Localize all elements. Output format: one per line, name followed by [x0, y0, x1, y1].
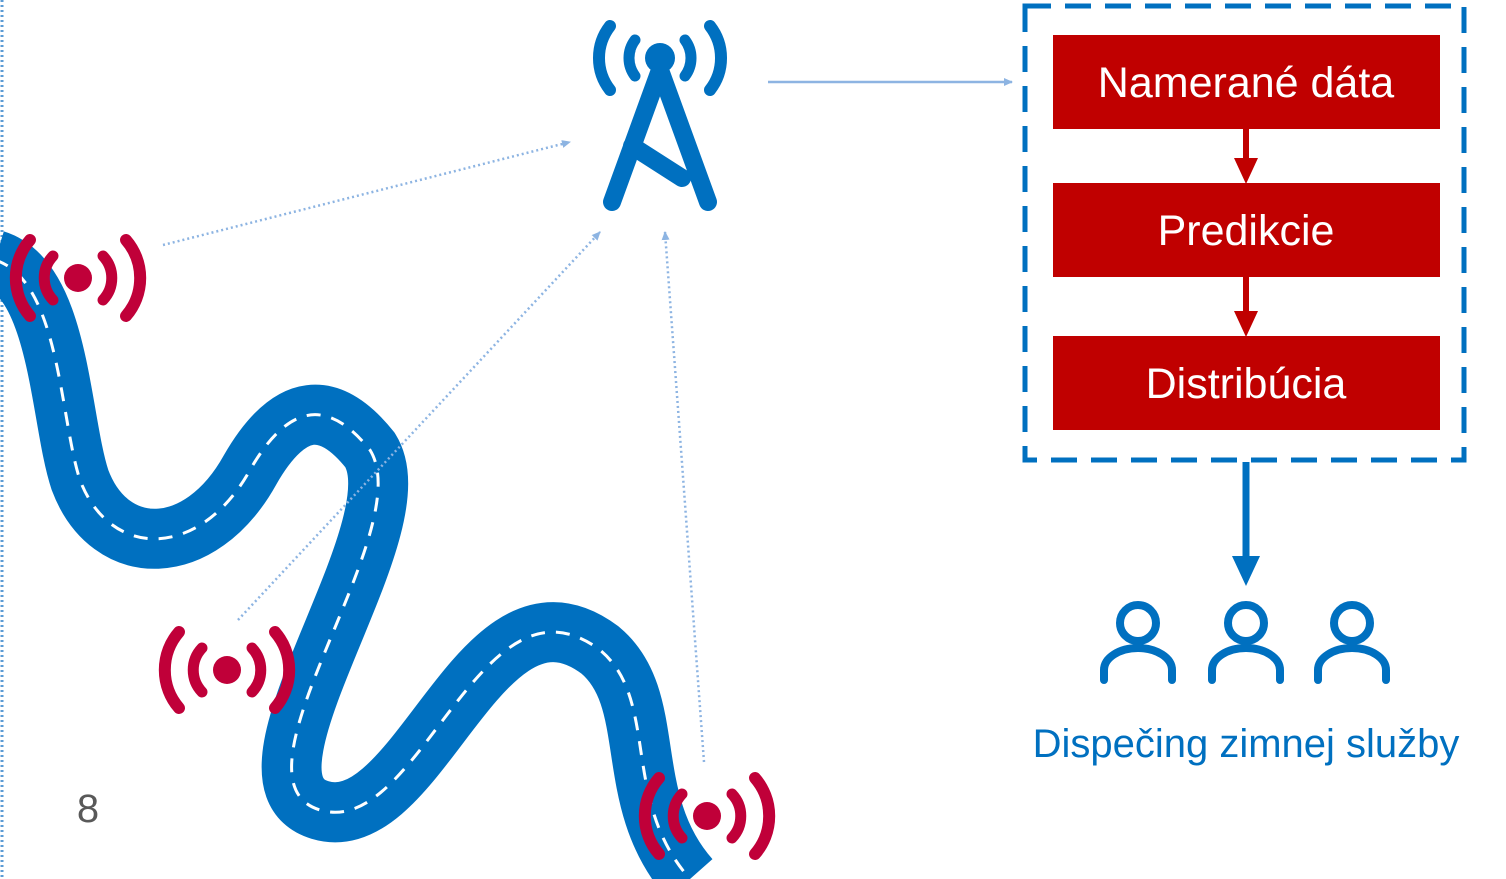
person-icon — [1100, 601, 1176, 684]
wireless-sensor-icon — [9, 234, 147, 322]
pipeline-step-predictions: Predikcie — [1053, 183, 1440, 277]
link-sensor-3 — [661, 231, 706, 763]
dispatch-people — [1100, 601, 1390, 684]
link-sensor-2 — [237, 231, 601, 621]
step-label-distribution: Distribúcia — [1146, 360, 1347, 408]
pipeline-step-measured-data: Namerané dáta — [1053, 35, 1440, 129]
sensor-links — [162, 140, 706, 763]
wireless-sensor-icon — [158, 626, 296, 714]
wireless-sensor-icon — [638, 772, 776, 860]
step-label-measured-data: Namerané dáta — [1098, 59, 1394, 107]
page-number: 8 — [77, 787, 99, 831]
person-icon — [1208, 601, 1284, 684]
pipeline-frame — [1022, 3, 1467, 463]
winding-road — [0, 231, 714, 879]
link-sensor-1 — [162, 140, 571, 247]
antenna-tower-icon — [592, 20, 728, 211]
step-label-predictions: Predikcie — [1158, 207, 1335, 255]
dispatch-caption: Dispečing zimnej služby — [1033, 722, 1460, 766]
person-icon — [1314, 601, 1390, 684]
pipeline-step-distribution: Distribúcia — [1053, 336, 1440, 430]
